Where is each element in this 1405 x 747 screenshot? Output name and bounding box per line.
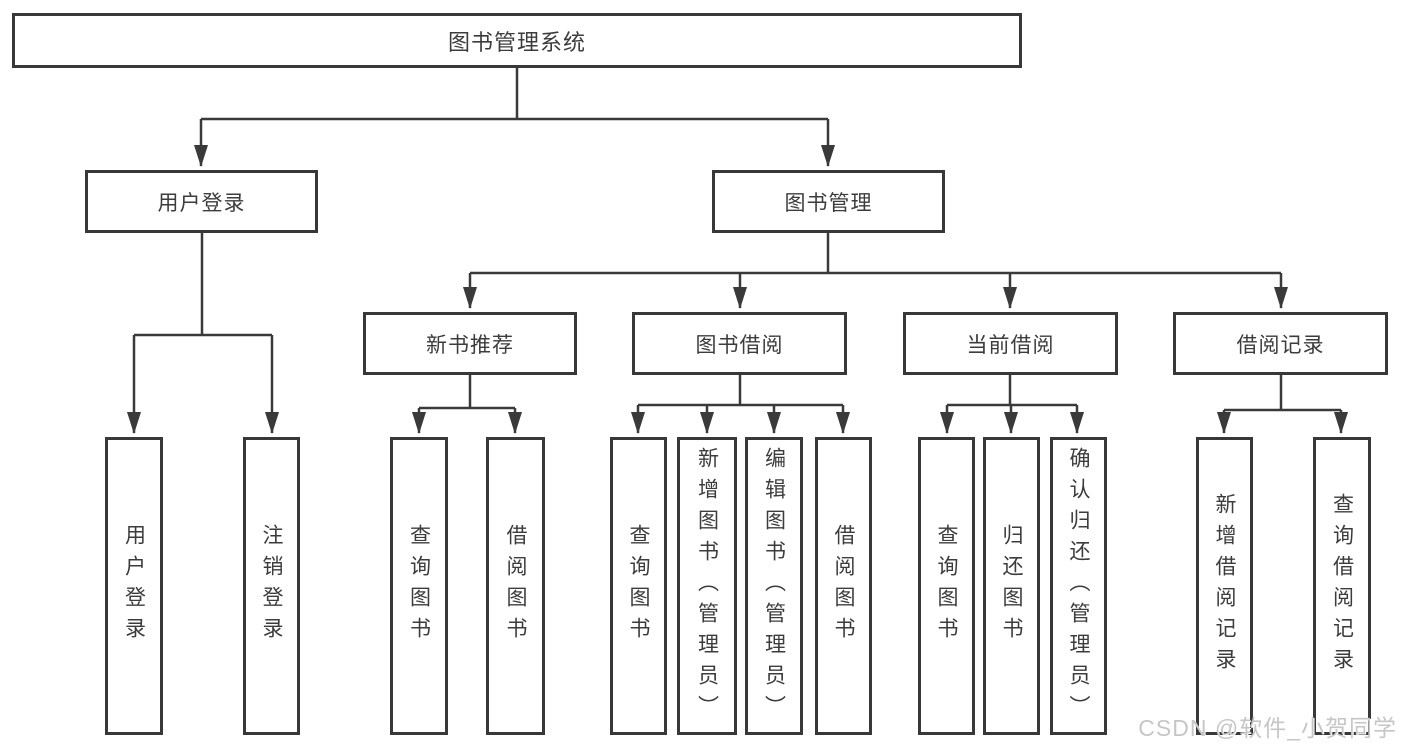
leaf-add-borrow-record: 新增借阅记录 (1196, 437, 1253, 735)
leaf-query-books: 查询图书 (610, 437, 667, 735)
node-label: 图书管理 (784, 191, 873, 215)
leaf-borrow-books: 借阅图书 (815, 437, 872, 735)
csdn-watermark: CSDN @软件_小贺同学 (1138, 715, 1397, 741)
node-label: 图书借阅 (695, 333, 784, 357)
leaf-label: 编辑图书（管理员） (762, 446, 786, 726)
leaf-query-borrow-record: 查询借阅记录 (1313, 437, 1371, 735)
node-label: 借阅记录 (1236, 333, 1325, 357)
leaf-label: 注销登录 (260, 524, 283, 648)
leaf-add-books-admin: 新增图书（管理员） (677, 437, 737, 735)
leaf-label: 查询图书 (935, 524, 958, 648)
leaf-label: 查询借阅记录 (1330, 493, 1354, 679)
node-library-management-system: 图书管理系统 (12, 13, 1022, 68)
leaf-label: 查询图书 (627, 524, 650, 648)
node-label: 用户登录 (157, 191, 246, 215)
node-label: 图书管理系统 (447, 29, 586, 55)
leaf-logout: 注销登录 (243, 437, 300, 735)
node-current-borrowing: 当前借阅 (903, 312, 1118, 375)
leaf-return-books: 归还图书 (983, 437, 1040, 735)
node-user-login: 用户登录 (85, 170, 318, 233)
node-label: 当前借阅 (966, 333, 1055, 357)
leaf-label: 查询图书 (407, 524, 431, 648)
node-label: 新书推荐 (426, 333, 514, 357)
leaf-query-books: 查询图书 (390, 437, 448, 735)
node-new-book-recommend: 新书推荐 (363, 312, 577, 375)
leaf-label: 借阅图书 (832, 524, 855, 648)
leaf-user-login: 用户登录 (105, 437, 163, 735)
node-book-management: 图书管理 (712, 170, 945, 233)
leaf-borrow-books: 借阅图书 (486, 437, 545, 735)
leaf-label: 借阅图书 (504, 524, 527, 648)
node-borrowing-records: 借阅记录 (1173, 312, 1388, 375)
leaf-label: 新增图书（管理员） (695, 446, 719, 726)
leaf-label: 归还图书 (1000, 524, 1023, 648)
leaf-label: 用户登录 (122, 524, 146, 648)
leaf-edit-books-admin: 编辑图书（管理员） (745, 437, 803, 735)
node-book-borrowing: 图书借阅 (632, 312, 847, 375)
leaf-query-books: 查询图书 (918, 437, 975, 735)
leaf-label: 确认归还（管理员） (1067, 446, 1090, 726)
leaf-confirm-return-admin: 确认归还（管理员） (1050, 437, 1107, 735)
leaf-label: 新增借阅记录 (1213, 493, 1236, 679)
